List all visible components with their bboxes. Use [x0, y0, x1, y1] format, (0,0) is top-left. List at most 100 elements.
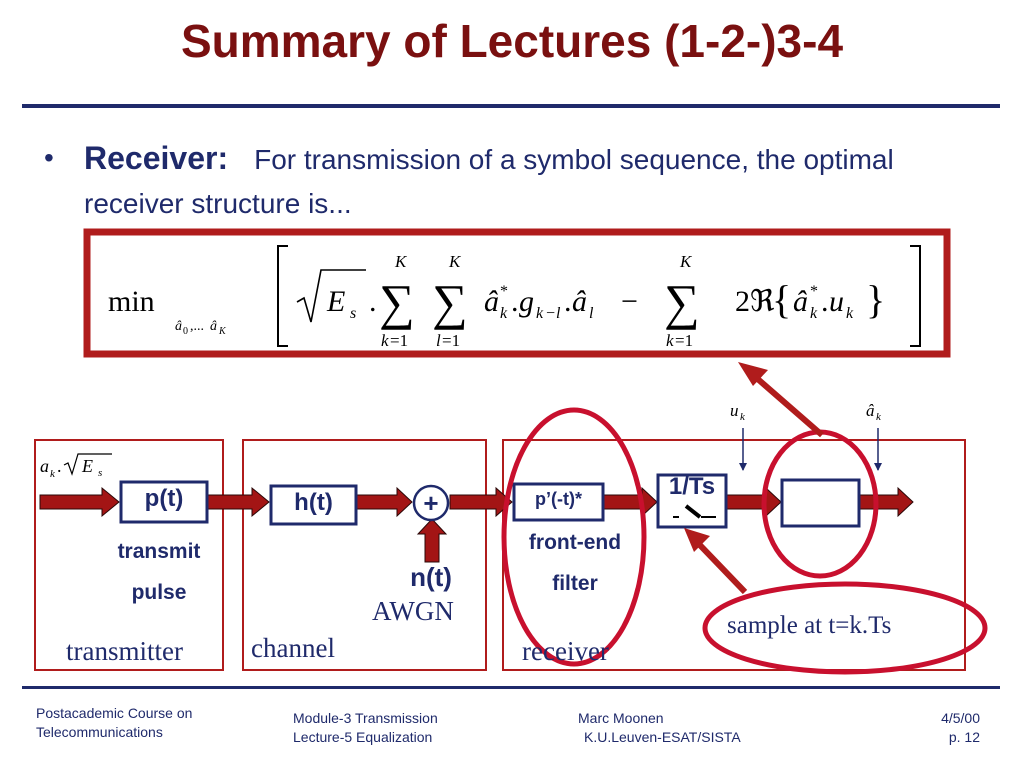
transmit-pulse-block	[119, 480, 209, 524]
bullet-marker: •	[44, 142, 54, 173]
svg-text:â: â	[572, 285, 587, 318]
svg-text:−: −	[621, 285, 638, 318]
svg-text:s: s	[98, 467, 102, 479]
front-end-filter-label: p’(-t)*	[535, 489, 582, 509]
svg-text:a: a	[40, 456, 49, 476]
footer-course: Postacademic Course on Telecommunication…	[36, 704, 192, 742]
svg-text:k: k	[500, 305, 508, 322]
svg-text:−: −	[546, 305, 555, 322]
footer-course-line1: Postacademic Course on	[36, 705, 193, 721]
svg-text:=1: =1	[390, 331, 408, 350]
bullet-text: Receiver:For transmission of a symbol se…	[84, 136, 984, 226]
svg-text:.: .	[57, 456, 62, 476]
front-end-highlight	[501, 407, 647, 667]
footer-author: Marc Moonen K.U.Leuven-ESAT/SISTA	[578, 709, 741, 747]
footer-module-line1: Module-3 Transmission	[293, 710, 438, 726]
decision-block	[780, 478, 861, 528]
svg-text:â: â	[793, 285, 808, 318]
footer-module: Module-3 Transmission Lecture-5 Equaliza…	[293, 709, 438, 747]
filter-label: filter	[552, 572, 598, 595]
noise-source-label: n(t)	[410, 562, 452, 592]
channel-box	[242, 439, 487, 671]
svg-text:k: k	[846, 305, 854, 322]
svg-text:}: }	[866, 277, 885, 322]
svg-text:u: u	[829, 285, 844, 318]
svg-text:k: k	[810, 305, 818, 322]
svg-text:k: k	[876, 411, 882, 423]
bullet-heading: Receiver:	[84, 140, 229, 176]
awgn-label: AWGN	[372, 596, 454, 626]
receiver-label: receiver	[522, 636, 609, 666]
formula-box	[83, 228, 951, 358]
svg-text:2ℜ: 2ℜ	[735, 285, 775, 318]
svg-text:.: .	[821, 285, 829, 318]
svg-text:0: 0	[183, 326, 188, 337]
svg-text:l: l	[589, 305, 594, 322]
channel-block	[269, 484, 358, 526]
svg-text:l: l	[436, 331, 441, 350]
sampler-block	[656, 473, 728, 529]
svg-text:E: E	[81, 456, 93, 476]
svg-text:.: .	[369, 285, 377, 318]
svg-text:*: *	[500, 283, 508, 300]
svg-text:=1: =1	[442, 331, 460, 350]
svg-text:â: â	[210, 319, 217, 334]
slide-title: Summary of Lectures (1-2-)3-4	[180, 15, 844, 67]
footer-rule	[22, 686, 1000, 689]
svg-text:k: k	[536, 305, 544, 322]
transmit-label: transmit	[117, 540, 201, 563]
svg-text:E: E	[326, 285, 345, 318]
svg-text:∑: ∑	[664, 274, 700, 330]
footer-author-affiliation: K.U.Leuven-ESAT/SISTA	[584, 729, 741, 745]
svg-text:K: K	[218, 326, 227, 337]
svg-text:â: â	[175, 319, 182, 334]
svg-text:=1: =1	[675, 331, 693, 350]
svg-text:min: min	[108, 285, 155, 318]
sampler-label: 1/Ts	[668, 473, 716, 500]
svg-text:.: .	[511, 285, 519, 318]
svg-text:s: s	[350, 305, 356, 322]
sample-note-highlight	[702, 581, 988, 675]
footer-module-line2: Lecture-5 Equalization	[293, 729, 433, 745]
svg-text:K: K	[448, 252, 462, 271]
sample-note: sample at t=k.Ts	[727, 612, 892, 639]
channel-label: channel	[251, 633, 335, 663]
transmitter-box	[34, 439, 224, 671]
switch-icon	[673, 504, 716, 519]
svg-text:â: â	[484, 285, 499, 318]
footer-date: 4/5/00	[941, 710, 980, 726]
footer-date-page: 4/5/00 p. 12	[880, 709, 980, 747]
svg-text:k: k	[740, 411, 746, 423]
svg-text:∑: ∑	[432, 274, 468, 330]
title-rule	[22, 104, 1000, 108]
svg-text:.: .	[564, 285, 572, 318]
svg-text:k: k	[50, 468, 56, 480]
svg-text:∑: ∑	[379, 274, 415, 330]
svg-text:{: {	[772, 277, 791, 322]
bullet-body: For transmission of a symbol sequence, t…	[84, 144, 894, 219]
annotation-arrows	[684, 362, 824, 595]
input-symbol-label: a k . E s	[40, 453, 112, 480]
channel-block-label: h(t)	[294, 489, 333, 516]
footer-page-number: p. 12	[948, 729, 980, 745]
front-end-filter-block	[512, 482, 605, 522]
svg-text:*: *	[810, 283, 818, 300]
svg-text:u: u	[730, 401, 739, 420]
svg-text:,...: ,...	[190, 319, 204, 334]
pulse-label: pulse	[131, 581, 187, 604]
front-end-label: front-end	[528, 531, 622, 554]
svg-text:k: k	[666, 331, 674, 350]
svg-text:â: â	[866, 401, 875, 420]
adder-circle	[412, 484, 450, 522]
transmitter-label: transmitter	[66, 636, 183, 666]
svg-text:K: K	[394, 252, 408, 271]
footer-course-line2: Telecommunications	[36, 724, 163, 740]
svg-text:k: k	[381, 331, 389, 350]
ml-formula: min â 0 ,... â K E s . ∑ K k=1 ∑ K l=1 â…	[108, 245, 921, 350]
footer-author-name: Marc Moonen	[578, 710, 664, 726]
signal-flow-arrows	[39, 486, 914, 563]
svg-text:K: K	[679, 252, 693, 271]
svg-text:l: l	[556, 305, 561, 322]
adder-label: +	[423, 488, 439, 518]
